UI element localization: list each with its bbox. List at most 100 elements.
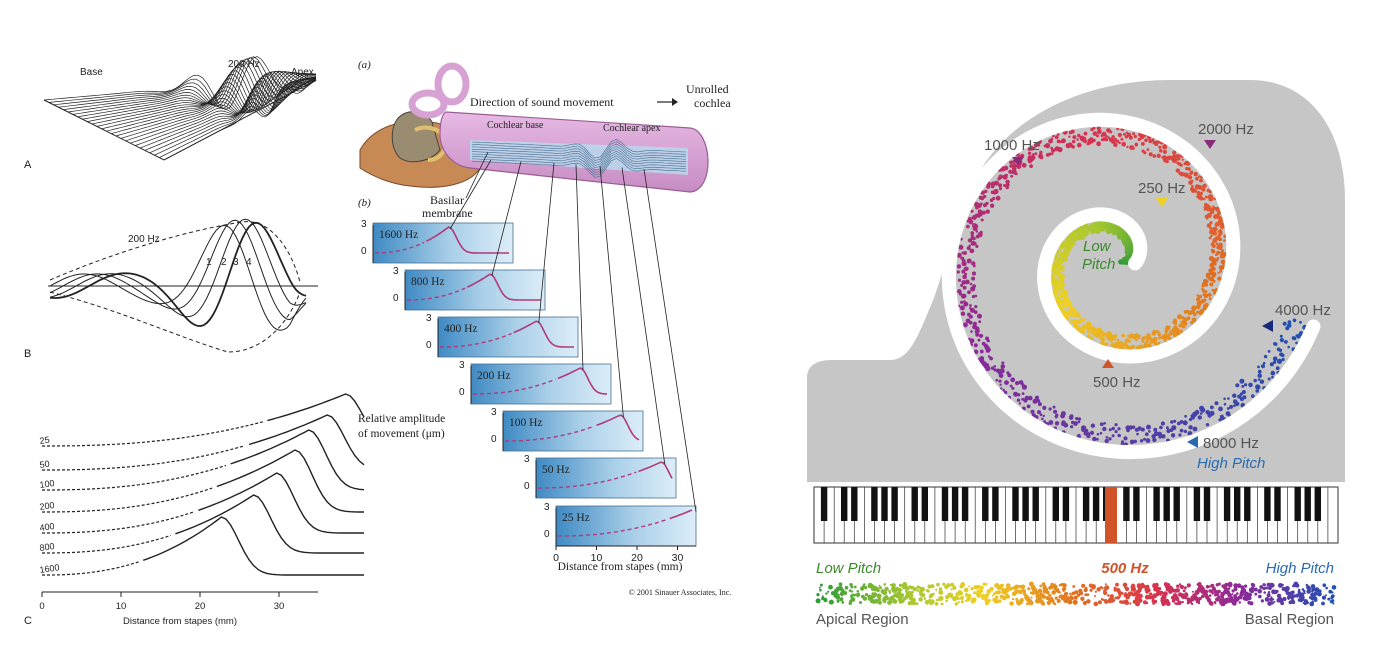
- band-dot: [818, 586, 821, 589]
- spiral-dot: [1137, 137, 1142, 142]
- freq-panel-label: 800 Hz: [411, 276, 445, 288]
- band-dot: [988, 588, 991, 592]
- y-tick-3: 3: [524, 454, 530, 465]
- spiral-dot: [1219, 414, 1224, 419]
- spiral-dot: [978, 320, 982, 324]
- spiral-dot: [969, 282, 973, 286]
- spiral-dot: [1210, 405, 1214, 410]
- spiral-dot: [1062, 139, 1065, 143]
- spiral-dot: [1148, 139, 1153, 144]
- spiral-dot: [1027, 147, 1032, 151]
- band-dot: [1058, 583, 1062, 587]
- black-key: [1022, 487, 1029, 521]
- band-dot: [1067, 596, 1071, 600]
- band-dot: [1220, 601, 1226, 607]
- spiral-dot: [1050, 152, 1054, 155]
- y-tick-0: 0: [426, 340, 432, 351]
- y-tick-0: 0: [393, 293, 399, 304]
- band-dot: [1074, 590, 1079, 595]
- band-dot: [1331, 585, 1337, 590]
- spiral-dot: [1210, 267, 1214, 271]
- spiral-dot: [1123, 132, 1126, 136]
- band-dot: [1164, 583, 1170, 589]
- band-dot: [910, 600, 916, 606]
- black-key: [1244, 487, 1251, 521]
- band-dot: [994, 590, 999, 595]
- panel-a: Base 200 Hz Apex A: [24, 56, 317, 171]
- spiral-dot: [970, 286, 976, 292]
- spiral-dot: [1009, 164, 1013, 168]
- spiral-dot: [1226, 407, 1230, 410]
- spiral-dot: [1173, 325, 1178, 330]
- band-dot: [1292, 594, 1297, 598]
- freq-marker-triangle: [1102, 359, 1114, 368]
- band-dot: [1028, 600, 1034, 606]
- spiral-dot: [1204, 202, 1208, 207]
- spiral-dot: [1214, 222, 1220, 227]
- spiral-dot: [1286, 323, 1292, 328]
- black-key: [1133, 487, 1140, 521]
- band-dot: [929, 599, 935, 605]
- band-dot: [1299, 598, 1302, 601]
- spiral-dot: [1192, 312, 1197, 317]
- band-dot: [1175, 602, 1179, 606]
- y-tick-3: 3: [393, 266, 399, 277]
- spiral-dot: [1166, 155, 1172, 161]
- band-dot: [1267, 591, 1271, 594]
- panel-b-letter: B: [24, 348, 31, 360]
- envelope-upper: [49, 221, 301, 283]
- y-tick-3: 3: [426, 313, 432, 324]
- band-dot: [888, 591, 892, 595]
- spiral-dot: [977, 313, 982, 319]
- black-key: [841, 487, 848, 521]
- band-dot: [1281, 586, 1286, 591]
- spiral-dot: [999, 383, 1002, 386]
- band-dot: [973, 591, 977, 595]
- band-dot: [1156, 587, 1159, 590]
- spiral-dot: [1063, 422, 1069, 428]
- band-dot: [1317, 591, 1322, 597]
- freq-marker-triangle: [1204, 140, 1216, 149]
- band-dot: [1151, 598, 1155, 602]
- band-dot: [1257, 588, 1262, 594]
- instant-curve: [49, 219, 307, 321]
- spiral-dot: [1129, 439, 1135, 445]
- spiral-dot: [957, 278, 962, 282]
- panel-solid-curve: [638, 461, 673, 479]
- spiral-dot: [1003, 184, 1006, 187]
- y-tick-3: 3: [491, 407, 497, 418]
- band-dot: [1267, 601, 1272, 606]
- band-dot: [952, 585, 957, 590]
- black-key: [1264, 487, 1271, 521]
- freq-panel-label: 1600 Hz: [379, 229, 418, 241]
- band-dot: [1325, 586, 1328, 590]
- envelope-solid: [267, 393, 365, 422]
- spiral-dot: [1216, 250, 1221, 255]
- envelope-dashed: [42, 464, 227, 491]
- band-dot: [1122, 582, 1128, 588]
- band-dot: [1120, 600, 1125, 604]
- spiral-dot: [1099, 431, 1103, 435]
- x-tick-label: 20: [195, 601, 206, 612]
- spiral-dot: [1037, 410, 1041, 415]
- band-dot: [1032, 588, 1037, 593]
- band-dot: [1130, 589, 1134, 592]
- band-dot: [940, 602, 944, 606]
- spiral-dot: [1203, 278, 1209, 284]
- spiral-dot: [971, 295, 976, 299]
- spiral-dot: [1077, 320, 1081, 324]
- spiral-dot: [1111, 135, 1115, 139]
- black-key: [1304, 487, 1311, 521]
- band-dot: [1190, 602, 1194, 606]
- spiral-dot: [1214, 401, 1219, 406]
- spiral-dot: [1217, 276, 1222, 281]
- spiral-dot: [1209, 276, 1214, 282]
- spiral-dot: [1004, 380, 1009, 385]
- band-dot: [1236, 592, 1239, 595]
- canal-loop-2: [408, 89, 448, 119]
- band-dot: [1244, 584, 1248, 588]
- spiral-dot: [1196, 195, 1199, 198]
- band-dot: [1084, 586, 1088, 590]
- spiral-dot: [990, 184, 995, 189]
